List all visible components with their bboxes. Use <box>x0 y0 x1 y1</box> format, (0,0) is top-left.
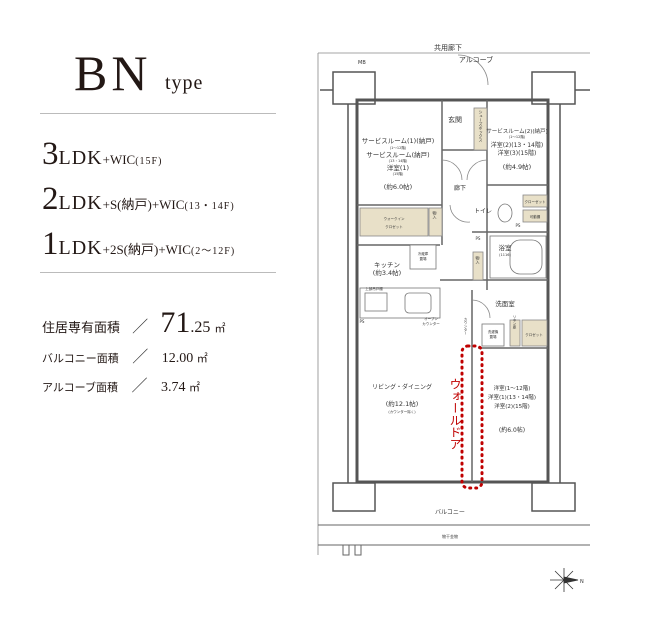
divider <box>40 113 276 114</box>
svg-text:(約6.0帖): (約6.0帖) <box>499 426 525 434</box>
svg-text:(1116): (1116) <box>499 253 511 257</box>
label-mb: MB <box>358 60 366 66</box>
svg-text:サービスルーム(納戸): サービスルーム(納戸) <box>366 150 429 159</box>
svg-text:サービスルーム(2)(納戸): サービスルーム(2)(納戸) <box>486 127 547 135</box>
label-shoebox: シューズボックス <box>479 110 484 143</box>
label-fridge: 冷蔵庫 <box>418 251 429 256</box>
svg-text:サービスルーム(1)(納戸): サービスルーム(1)(納戸) <box>362 136 435 145</box>
label-closet-2: クロゼット <box>525 332 543 337</box>
type-name: BN <box>74 45 152 101</box>
label-service-room-2: サービスルーム(2)(納戸) (1〜12階) 洋室(2)(13・14階) 洋室(… <box>486 127 547 171</box>
label-toilet: トイレ <box>474 208 492 215</box>
compass-north-label: N <box>580 579 584 585</box>
divider <box>40 272 276 273</box>
layout-option-2: 2LDK+S(納戸)+WIC(13・14F) <box>42 181 235 217</box>
label-bath: 浴室 <box>499 243 513 252</box>
label-corridor: 共用廊下 <box>434 43 462 52</box>
label-linen: リネン庫 <box>512 315 517 330</box>
svg-text:置場: 置場 <box>420 256 428 261</box>
label-wall-door: ウォールドア <box>448 378 462 450</box>
label-storage: 物入 <box>433 210 438 219</box>
label-ps-2: PS <box>476 236 481 241</box>
label-drying: 物干金物 <box>442 533 458 539</box>
svg-text:リビング・ダイニング: リビング・ダイニング <box>372 383 432 391</box>
compass-icon <box>550 568 579 592</box>
label-closet: クローゼット <box>525 199 546 204</box>
label-upper-cabinet: 上部吊戸棚 <box>365 286 383 291</box>
svg-text:(カウンター除く): (カウンター除く) <box>388 409 416 414</box>
svg-text:洋室(1): 洋室(1) <box>387 163 409 172</box>
label-ps-3: PS <box>360 319 365 324</box>
label-wic: ウォークイン <box>384 216 405 221</box>
label-kitchen: キッチン <box>374 261 400 269</box>
layout-option-3: 1LDK+2S(納戸)+WIC(2〜12F) <box>42 226 236 262</box>
label-hall: 廊下 <box>454 184 466 192</box>
svg-text:洋室(2)(15階): 洋室(2)(15階) <box>494 402 530 410</box>
svg-text:(約4.9帖): (約4.9帖) <box>503 162 531 171</box>
svg-text:カウンター: カウンター <box>422 321 440 326</box>
svg-text:(約12.1帖): (約12.1帖) <box>386 399 419 408</box>
balcony <box>318 524 590 556</box>
svg-text:洋室(3)(15階): 洋室(3)(15階) <box>498 149 537 157</box>
label-open-counter: オープン <box>424 316 438 321</box>
svg-text:洋室(1〜12階): 洋室(1〜12階) <box>494 384 531 392</box>
label-washroom: 洗面室 <box>495 299 515 308</box>
wall-door-highlight <box>460 344 484 490</box>
label-entrance: 玄関 <box>448 115 462 124</box>
svg-text:クロゼット: クロゼット <box>385 224 403 229</box>
label-balcony: バルコニー <box>435 509 465 516</box>
label-service-room-1: サービスルーム(1)(納戸) (1〜12階) サービスルーム(納戸) (13・1… <box>362 136 435 191</box>
private-area: 住居専有面積 ／ 71.25 ㎡ <box>42 306 226 339</box>
svg-text:(約3.4帖): (約3.4帖) <box>373 268 401 277</box>
label-shelf: 可動棚 <box>530 214 541 219</box>
exterior-wall <box>355 98 550 484</box>
label-storage-2: 物入 <box>476 255 481 264</box>
type-label: type <box>165 72 204 94</box>
label-living-dining: リビング・ダイニング (約12.1帖) (カウンター除く) <box>372 383 432 414</box>
svg-text:(13・14階): (13・14階) <box>389 158 408 163</box>
label-bedroom: 洋室(1〜12階) 洋室(1)(13・14階) 洋室(2)(15階) (約6.0… <box>488 384 536 434</box>
balcony-area: バルコニー面積 ／ 12.00 ㎡ <box>42 347 208 366</box>
svg-text:(1〜12階): (1〜12階) <box>390 145 407 150</box>
svg-text:(約6.0帖): (約6.0帖) <box>384 182 412 191</box>
label-washer: 洗濯機 <box>488 329 499 334</box>
alcove-area: アルコーブ面積 ／ 3.74 ㎡ <box>42 376 201 395</box>
label-counter: カウンター <box>463 316 468 334</box>
layout-option-1: 3LDK+WIC(15F) <box>42 136 163 172</box>
fixtures <box>359 107 548 347</box>
svg-text:(15階): (15階) <box>393 171 404 176</box>
svg-text:洋室(1)(13・14階): 洋室(1)(13・14階) <box>488 393 536 401</box>
interior-walls <box>357 100 548 482</box>
svg-text:(1〜12階): (1〜12階) <box>509 134 526 139</box>
svg-text:置場: 置場 <box>490 334 498 339</box>
label-ps: PS <box>516 223 521 228</box>
label-alcove: アルコーブ <box>459 55 493 64</box>
svg-text:洋室(2)(13・14階): 洋室(2)(13・14階) <box>491 141 543 149</box>
